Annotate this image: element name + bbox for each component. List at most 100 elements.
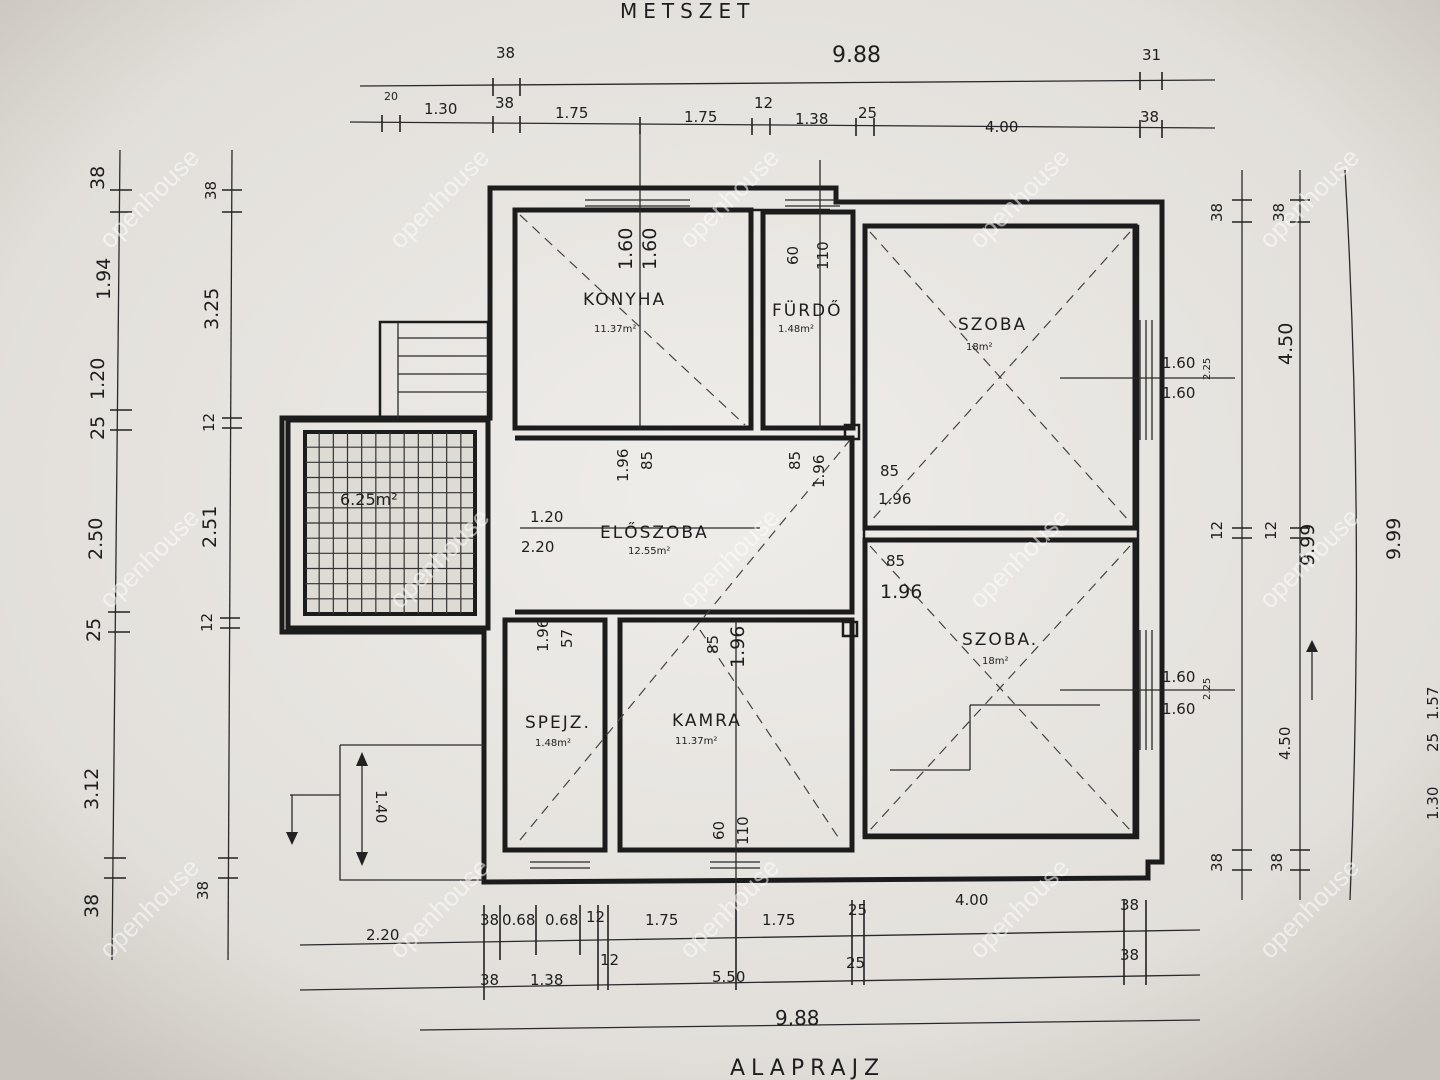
furdo-window-width: 60 bbox=[784, 246, 802, 265]
dim-top-38b: 38 bbox=[495, 94, 514, 112]
room-konyha-area: 11.37m² bbox=[594, 324, 636, 335]
dim-bottom-25a: 25 bbox=[848, 901, 867, 919]
door-kamra-width: 85 bbox=[704, 635, 722, 654]
dim-step-140: 1.40 bbox=[372, 790, 390, 823]
dim-left-325: 3.25 bbox=[201, 288, 223, 330]
entrance-width: 1.20 bbox=[530, 508, 563, 526]
room-furdo-name: FÜRDŐ bbox=[772, 299, 843, 321]
door-konyha-width: 85 bbox=[638, 451, 656, 470]
dim-left-38b: 38 bbox=[81, 894, 103, 918]
dim-bottom-12b: 12 bbox=[600, 951, 619, 969]
kamra-window-width: 60 bbox=[710, 821, 728, 840]
section-lines bbox=[519, 130, 1235, 940]
room-kamra-area: 11.37m² bbox=[675, 736, 717, 747]
dim-bottom-550: 5.50 bbox=[712, 968, 745, 986]
section-arrow-icon bbox=[1306, 640, 1318, 652]
room-terasz-area: 6.25m² bbox=[340, 490, 398, 509]
dim-bottom-068a: 0.68 bbox=[502, 911, 535, 929]
dim-right-450b: 4.50 bbox=[1276, 727, 1294, 760]
room-szoba1-area: 18m² bbox=[966, 342, 992, 353]
dim-top-12: 12 bbox=[754, 94, 773, 112]
door-szoba2-height: 1.96 bbox=[880, 581, 922, 603]
dim-top-20: 20 bbox=[384, 90, 398, 103]
dim-left-25a: 25 bbox=[87, 416, 109, 440]
dim-right-38d: 38 bbox=[1270, 203, 1288, 222]
dim-bottom-12: 12 bbox=[586, 908, 605, 926]
dim-bottom-38a: 38 bbox=[480, 911, 499, 929]
room-eloszoba-area: 12.55m² bbox=[628, 546, 670, 557]
dim-left-inner-38: 38 bbox=[202, 181, 220, 200]
dim-bottom-overall: 9.88 bbox=[775, 1006, 820, 1030]
konyha-window-height: 1.60 bbox=[639, 228, 661, 270]
door-szoba1-height: 1.96 bbox=[878, 490, 911, 508]
furdo-window-height: 110 bbox=[814, 241, 832, 270]
dim-right-157: 1.57 bbox=[1424, 687, 1440, 720]
dim-right-999a: 9.99 bbox=[1297, 524, 1319, 566]
room-spejz-name: SPEJZ. bbox=[525, 713, 591, 733]
opening-dimensions: 1.60 1.60 60 110 1.96 85 85 1.96 85 1.96… bbox=[521, 228, 1213, 845]
dim-right-12b: 12 bbox=[1262, 521, 1280, 540]
room-szoba1-name: SZOBA bbox=[958, 315, 1027, 335]
building-walls bbox=[279, 185, 1165, 885]
title-section: METSZET bbox=[620, 0, 755, 23]
dim-bottom-138: 1.38 bbox=[530, 971, 563, 989]
dim-left-312: 3.12 bbox=[81, 768, 103, 810]
kamra-window-height: 110 bbox=[734, 816, 752, 845]
dim-bottom-38c: 38 bbox=[480, 971, 499, 989]
room-labels: KONYHA 11.37m² FÜRDŐ 1.48m² SZOBA 18m² 6… bbox=[340, 290, 1038, 749]
dim-right-999b: 9.99 bbox=[1383, 518, 1405, 560]
dim-bottom-175a: 1.75 bbox=[645, 911, 678, 929]
dim-bottom-25b: 25 bbox=[846, 954, 865, 972]
terrace-grid bbox=[303, 430, 477, 616]
dim-right-130: 1.30 bbox=[1424, 787, 1440, 820]
dim-left-38: 38 bbox=[87, 166, 109, 190]
dim-right-25: 25 bbox=[1424, 733, 1440, 752]
section-arrow-left-icon bbox=[286, 832, 298, 845]
dim-top-overall: 9.88 bbox=[832, 43, 881, 68]
room-spejz-area: 1.48m² bbox=[535, 738, 571, 749]
dim-left-194: 1.94 bbox=[93, 258, 115, 300]
dim-top-25: 25 bbox=[858, 104, 877, 122]
bottom-dimensions: 38 0.68 0.68 12 1.75 1.75 25 4.00 38 2.2… bbox=[299, 891, 1201, 1031]
konyha-window-width: 1.60 bbox=[615, 228, 637, 270]
dim-top-138: 1.38 bbox=[795, 110, 828, 128]
dim-left-25b: 25 bbox=[83, 618, 105, 642]
top-dimensions: 38 9.88 31 20 1.30 38 1.75 1.75 12 1.38 … bbox=[349, 43, 1216, 138]
chimney-1 bbox=[843, 423, 861, 441]
entrance-stairs bbox=[378, 320, 490, 420]
room-szoba2-area: 18m² bbox=[982, 656, 1008, 667]
dim-top-130: 1.30 bbox=[424, 100, 457, 118]
entrance-height: 2.20 bbox=[521, 538, 554, 556]
door-furdo-height: 1.96 bbox=[810, 455, 828, 488]
dim-bottom-175b: 1.75 bbox=[762, 911, 795, 929]
room-szoba2-name: SZOBA. bbox=[962, 630, 1038, 650]
dim-right-38b: 38 bbox=[1208, 853, 1226, 872]
door-furdo-width: 85 bbox=[786, 451, 804, 470]
dim-top-38c: 38 bbox=[1140, 108, 1159, 126]
dim-left-251: 2.51 bbox=[199, 506, 221, 548]
szoba2-window-parapet: 2.25 bbox=[1202, 678, 1213, 700]
dim-right-38c: 38 bbox=[1268, 853, 1286, 872]
szoba2-window-height: 1.60 bbox=[1162, 700, 1195, 718]
dim-left-inner-38b: 38 bbox=[194, 881, 212, 900]
room-konyha-name: KONYHA bbox=[583, 290, 666, 310]
dim-bottom-220: 2.20 bbox=[366, 926, 399, 944]
left-dimensions: 38 1.94 1.20 25 2.50 25 3.12 38 38 3.25 … bbox=[81, 149, 242, 961]
dim-left-inner-12b: 12 bbox=[198, 613, 216, 632]
door-szoba2-width: 85 bbox=[886, 552, 905, 570]
dim-bottom-400: 4.00 bbox=[955, 891, 988, 909]
szoba1-window-parapet: 2.25 bbox=[1202, 358, 1213, 380]
dim-bottom-38d: 38 bbox=[1120, 946, 1139, 964]
door-spejz-height: 1.96 bbox=[534, 619, 552, 652]
lower-entry: 1.40 bbox=[286, 744, 484, 881]
dim-left-inner-12a: 12 bbox=[200, 413, 218, 432]
dim-bottom-068b: 0.68 bbox=[545, 911, 578, 929]
dim-top-400: 4.00 bbox=[985, 118, 1018, 136]
right-dimensions: 38 4.50 12 12 9.99 9.99 4.50 38 38 38 1.… bbox=[1208, 169, 1440, 901]
dim-bottom-38b: 38 bbox=[1120, 896, 1139, 914]
title-floorplan: ALAPRAJZ bbox=[730, 1056, 885, 1080]
dim-right-12a: 12 bbox=[1208, 521, 1226, 540]
